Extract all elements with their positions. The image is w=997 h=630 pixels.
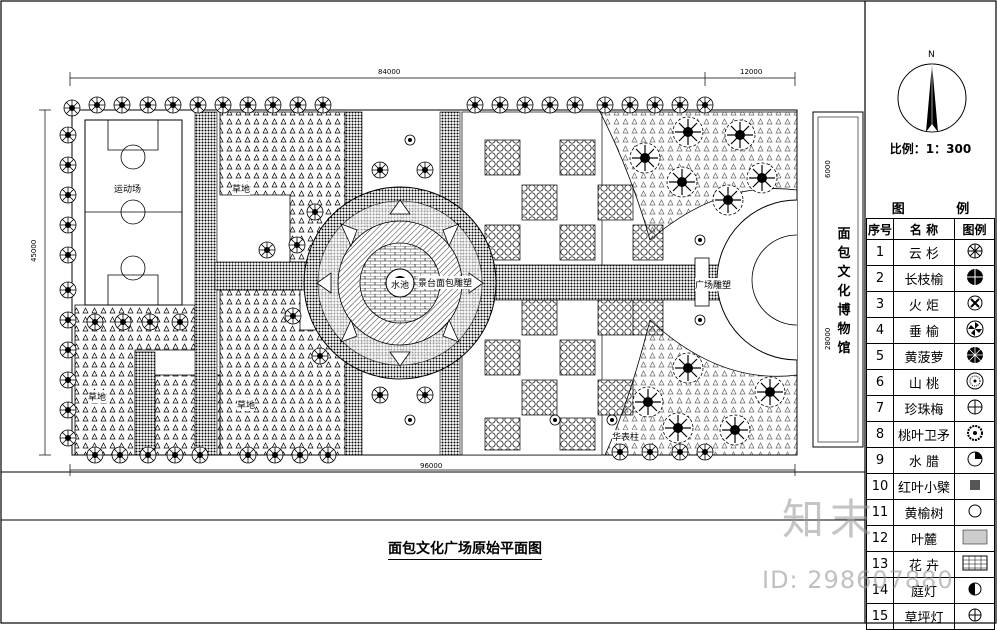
legend-row-name: 珍珠梅 (893, 395, 955, 422)
museum-label: 面包文化博物馆 (837, 227, 851, 356)
dim-right-lower: 28000 (824, 327, 832, 350)
legend-row-name: 水 腊 (893, 447, 955, 474)
label-pool: 水池 (391, 278, 410, 291)
lawn-lamp-icon (954, 603, 995, 630)
legend-row-name: 桃叶卫矛 (893, 421, 955, 448)
legend-row-name: 叶麓 (893, 525, 955, 552)
cork-tree-icon (954, 343, 995, 370)
label-lawn-b: 草地 (88, 390, 107, 403)
label-plaza-sculpture: 广场雕塑 (695, 278, 732, 291)
legend-row-number: 5 (866, 343, 894, 370)
legend-row-number: 15 (866, 603, 894, 630)
label-sports-court: 运动场 (114, 182, 142, 195)
weeping-elm-icon (954, 317, 995, 344)
spruce-icon (954, 239, 995, 266)
torch-tree-icon (954, 291, 995, 318)
legend-header-name: 名 称 (893, 218, 955, 240)
legend-row-number: 13 (866, 551, 894, 578)
legend-header-no: 序号 (866, 218, 894, 240)
label-lawn-c: 草地 (237, 398, 256, 411)
legend-row-number: 1 (866, 239, 894, 266)
euonymus-icon (954, 421, 995, 448)
legend-row-name: 云 杉 (893, 239, 955, 266)
legend-row-name: 草坪灯 (893, 603, 955, 630)
legend-row-number: 7 (866, 395, 894, 422)
label-center-sculpture: 景台面包雕塑 (418, 276, 473, 289)
dim-top-right: 12000 (740, 68, 763, 76)
legend-row-name: 山 桃 (893, 369, 955, 396)
legend-row-name: 火 炬 (893, 291, 955, 318)
dim-top-main: 84000 (378, 68, 401, 76)
plan-title: 面包文化广场原始平面图 (360, 538, 570, 560)
legend-row-name: 垂 榆 (893, 317, 955, 344)
legend-row-number: 3 (866, 291, 894, 318)
legend-row-name: 黄榆树 (893, 499, 955, 526)
legend-row-number: 10 (866, 473, 894, 500)
dim-left: 45000 (30, 239, 38, 262)
legend-row-name: 庭灯 (893, 577, 955, 604)
legend-row-number: 6 (866, 369, 894, 396)
legend-row-number: 4 (866, 317, 894, 344)
north-label: N (928, 50, 935, 60)
label-pillar: 华表柱 (612, 430, 640, 443)
legend-row-number: 8 (866, 421, 894, 448)
label-lawn-a: 草地 (232, 182, 251, 195)
pearl-plum-icon (954, 395, 995, 422)
watermark-id: ID: 298607880 (762, 566, 954, 594)
privet-icon (954, 447, 995, 474)
legend-header-row: 序号 名 称 图例 (866, 218, 995, 240)
legend-title: 图 例 (866, 196, 995, 219)
north-arrow (897, 63, 967, 133)
yellow-elm-icon (954, 499, 995, 526)
peach-icon (954, 369, 995, 396)
legend-header-icon: 图例 (954, 218, 995, 240)
garden-lamp-icon (954, 577, 995, 604)
legend-row-name: 黄菠萝 (893, 343, 955, 370)
legend-row-number: 9 (866, 447, 894, 474)
dim-bottom: 96000 (420, 462, 443, 470)
scale-text: 比例：1：300 (889, 142, 972, 156)
dim-right-upper: 6000 (824, 160, 832, 178)
watermark-brand: 知末 (782, 495, 879, 544)
legend-row-name: 长枝榆 (893, 265, 955, 292)
flowers-icon (954, 551, 995, 578)
legend-row-number: 2 (866, 265, 894, 292)
elm-icon (954, 265, 995, 292)
